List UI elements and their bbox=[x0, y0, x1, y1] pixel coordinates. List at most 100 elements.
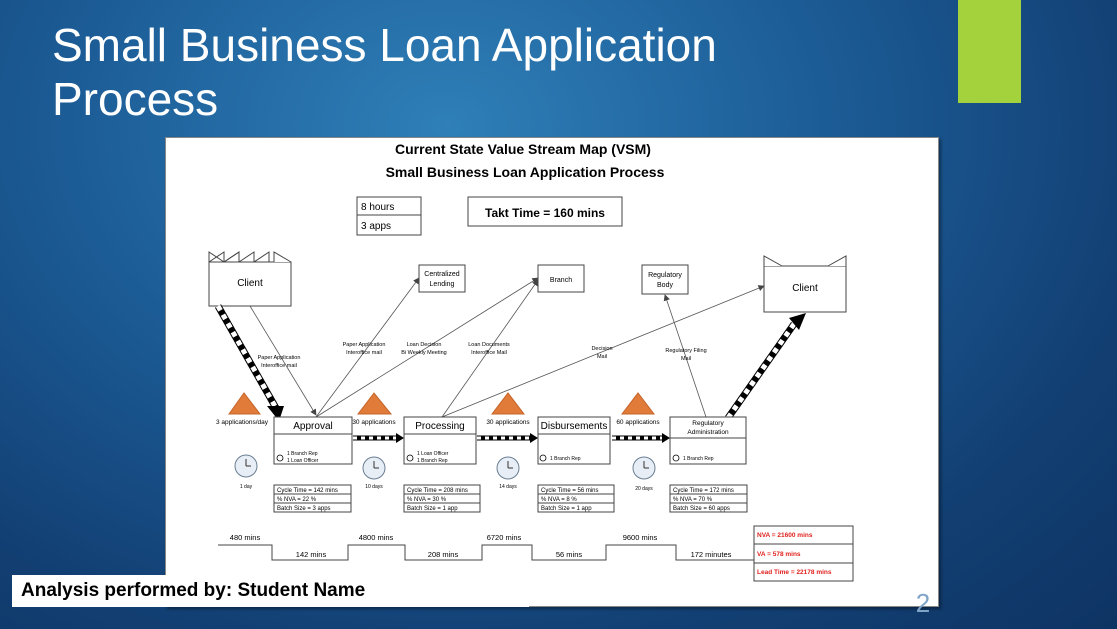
flow-paper-mid-2: Interoffice mail bbox=[346, 350, 382, 356]
inventory-2-label: 30 applications bbox=[352, 419, 396, 426]
flow-loan-docs-1: Loan Documents bbox=[468, 342, 510, 348]
slide-title-line1: Small Business Loan Application bbox=[52, 19, 717, 71]
flow-loan-docs-2: Interoffice Mail bbox=[471, 350, 507, 356]
data-box-disbursements: Cycle Time = 56 mins % NVA = 8 % Batch S… bbox=[537, 484, 615, 513]
flow-client-approval bbox=[249, 305, 317, 416]
lead-days-3: 14 days bbox=[499, 484, 517, 490]
summary-box: NVA = 21600 mins VA = 578 mins Lead Time… bbox=[753, 525, 854, 582]
flow-decision-mail-2: Mail bbox=[597, 354, 607, 360]
processing-cycle: Cycle Time = 208 mins bbox=[407, 488, 468, 494]
analysis-label: Analysis performed by: Student Name bbox=[12, 575, 529, 607]
vsm-svg: Current State Value Stream Map (VSM) Sma… bbox=[208, 141, 854, 582]
process-regulatory-admin: Regulatory Administration 1 Branch Rep bbox=[669, 416, 747, 465]
disbursements-staff-1: 1 Branch Rep bbox=[550, 456, 581, 462]
branch-box bbox=[537, 264, 585, 293]
data-box-processing: Cycle Time = 208 mins % NVA = 30 % Batch… bbox=[403, 484, 481, 513]
regadmin-name-2: Administration bbox=[687, 429, 729, 436]
page-number: 2 bbox=[915, 588, 931, 618]
centralized-line2: Lending bbox=[430, 281, 455, 288]
client-right-label: Client bbox=[792, 283, 818, 294]
flow-loan-decision-1: Loan Decision bbox=[407, 342, 442, 348]
approval-nva: % NVA = 22 % bbox=[277, 497, 317, 503]
takt-time: Takt Time = 160 mins bbox=[485, 206, 605, 220]
operator-icon bbox=[276, 454, 284, 462]
branch-label: Branch bbox=[550, 277, 572, 284]
inventory-4-label: 60 applications bbox=[616, 419, 660, 426]
inventory-4: 60 applications bbox=[616, 392, 660, 426]
flow-loan-decision-2: Bi Weekly Meeting bbox=[401, 350, 446, 356]
disbursements-batch: Batch Size = 1 app bbox=[541, 506, 592, 512]
inventory-2: 30 applications bbox=[352, 392, 396, 426]
vsm-title-1: Current State Value Stream Map (VSM) bbox=[395, 141, 651, 157]
approval-staff-2: 1 Loan Officer bbox=[287, 458, 319, 464]
process-processing: Processing 1 Loan Officer 1 Branch Rep bbox=[403, 416, 477, 465]
timeline-wait-2: 4800 mins bbox=[359, 533, 394, 542]
regulatory-body-line2: Body bbox=[657, 282, 673, 289]
timeline-process-2: 208 mins bbox=[428, 550, 459, 559]
regadmin-cycle: Cycle Time = 172 mins bbox=[673, 488, 734, 494]
processing-staff-2: 1 Branch Rep bbox=[417, 458, 448, 464]
lead-days-1: 1 day bbox=[240, 484, 253, 490]
timeline-wait-3: 6720 mins bbox=[487, 533, 522, 542]
clock-icon-4: 20 days bbox=[632, 456, 656, 492]
summary-va: VA = 578 mins bbox=[757, 551, 801, 558]
centralized-lending: Centralized Lending bbox=[418, 264, 466, 293]
processing-nva: % NVA = 30 % bbox=[407, 497, 447, 503]
data-box-approval: Cycle Time = 142 mins % NVA = 22 % Batch… bbox=[273, 484, 352, 513]
shift-apps: 3 apps bbox=[361, 221, 391, 232]
disbursements-cycle: Cycle Time = 56 mins bbox=[541, 488, 599, 494]
takt-box bbox=[467, 196, 623, 227]
centralized-line1: Centralized bbox=[424, 271, 460, 278]
slide-title-line2: Process bbox=[52, 73, 219, 125]
timeline-wait-1: 480 mins bbox=[230, 533, 261, 542]
process-approval-name: Approval bbox=[293, 421, 332, 432]
timeline-process-3: 56 mins bbox=[556, 550, 583, 559]
process-processing-name: Processing bbox=[415, 421, 464, 432]
process-approval: Approval 1 Branch Rep 1 Loan Officer bbox=[273, 416, 353, 465]
shift-box: 8 hours 3 apps bbox=[356, 196, 422, 236]
approval-cycle: Cycle Time = 142 mins bbox=[277, 488, 338, 494]
clock-icon-3: 14 days bbox=[496, 456, 520, 490]
timeline-wait-4: 9600 mins bbox=[623, 533, 658, 542]
lead-days-4: 20 days bbox=[635, 486, 653, 492]
slide-title: Small Business Loan Application Process bbox=[52, 18, 932, 126]
flow-processing-branch bbox=[441, 279, 539, 418]
regadmin-staff-1: 1 Branch Rep bbox=[683, 456, 714, 462]
process-disbursements: Disbursements 1 Branch Rep bbox=[537, 416, 611, 465]
regulatory-body: Regulatory Body bbox=[641, 264, 689, 295]
regadmin-nva: % NVA = 70 % bbox=[673, 497, 713, 503]
timeline-ladder bbox=[218, 544, 754, 561]
clock-icon-1: 1 day bbox=[234, 454, 258, 490]
clock-icon-2: 10 days bbox=[362, 456, 386, 490]
regadmin-name-1: Regulatory bbox=[692, 420, 724, 427]
flow-paper-mid-1: Paper Application bbox=[343, 342, 386, 348]
regulatory-body-line1: Regulatory bbox=[648, 272, 682, 279]
flow-paper-left-1: Paper Application bbox=[258, 355, 301, 361]
inventory-1: 3 applications/day bbox=[216, 392, 269, 426]
summary-lead-time: Lead Time = 22178 mins bbox=[757, 569, 832, 576]
flow-approval-centralized bbox=[315, 277, 420, 418]
approval-batch: Batch Size = 3 apps bbox=[277, 506, 331, 512]
operator-icon bbox=[406, 454, 414, 462]
client-right: Client bbox=[763, 255, 847, 313]
approval-staff-1: 1 Branch Rep bbox=[287, 451, 318, 457]
flow-paper-left-2: Interoffice mail bbox=[261, 363, 297, 369]
processing-batch: Batch Size = 1 app bbox=[407, 506, 458, 512]
lead-days-2: 10 days bbox=[365, 484, 383, 490]
timeline-process-4: 172 minutes bbox=[691, 550, 732, 559]
flow-decision-client bbox=[441, 285, 765, 418]
inventory-3: 30 applications bbox=[486, 392, 530, 426]
inventory-3-label: 30 applications bbox=[486, 419, 530, 426]
flow-reg-filing-1: Regulatory Filing bbox=[665, 348, 706, 354]
summary-nva: NVA = 21600 mins bbox=[757, 532, 813, 539]
push-arrow-regadmin-client bbox=[725, 313, 806, 421]
operator-icon bbox=[539, 454, 547, 462]
operator-icon bbox=[672, 454, 680, 462]
flow-regulatory-body bbox=[663, 294, 707, 418]
shift-hours: 8 hours bbox=[361, 202, 394, 213]
inventory-1-label: 3 applications/day bbox=[216, 419, 269, 426]
flow-approval-branch bbox=[315, 277, 539, 418]
flow-reg-filing-2: Mail bbox=[681, 356, 691, 362]
process-disbursements-name: Disbursements bbox=[541, 421, 608, 432]
disbursements-nva: % NVA = 8 % bbox=[541, 497, 577, 503]
